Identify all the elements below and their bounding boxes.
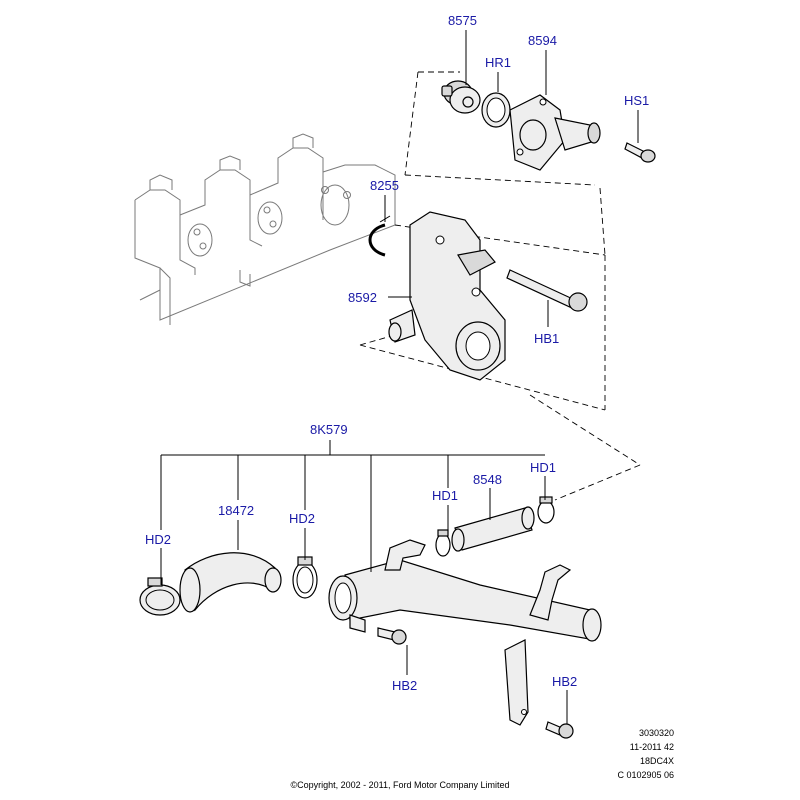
clamp-hd1-right-part bbox=[537, 496, 555, 524]
label-8k579: 8K579 bbox=[310, 422, 348, 437]
label-hb2-left: HB2 bbox=[392, 678, 417, 693]
ref-line-3: 18DC4X bbox=[639, 756, 674, 766]
label-hb1: HB1 bbox=[534, 331, 559, 346]
label-8594: 8594 bbox=[528, 33, 557, 48]
bolt-hs1-part bbox=[624, 142, 656, 163]
label-hd1-mid: HD1 bbox=[432, 488, 458, 503]
label-8575: 8575 bbox=[448, 13, 477, 28]
label-hb2-right: HB2 bbox=[552, 674, 577, 689]
leader-lines bbox=[160, 30, 639, 724]
label-18472: 18472 bbox=[218, 503, 254, 518]
ref-line-1: 3030320 bbox=[638, 728, 674, 738]
label-hs1: HS1 bbox=[624, 93, 649, 108]
label-8548: 8548 bbox=[473, 472, 502, 487]
outlet-housing-part bbox=[388, 211, 506, 381]
label-8592: 8592 bbox=[348, 290, 377, 305]
hose-8548-part bbox=[451, 506, 535, 552]
thermostat-cover-part bbox=[509, 94, 601, 171]
clamp-hd2-left-part bbox=[139, 577, 181, 616]
copyright-notice: ©Copyright, 2002 - 2011, Ford Motor Comp… bbox=[290, 780, 510, 790]
hose-18472-part bbox=[179, 552, 282, 613]
label-8255: 8255 bbox=[370, 178, 399, 193]
clamp-hd1-mid-part bbox=[435, 529, 451, 557]
diagram-reference-block: 3030320 11-2011 42 18DC4X C 0102905 06 bbox=[600, 726, 800, 782]
label-hd2-mid: HD2 bbox=[289, 511, 315, 526]
o-ring-part bbox=[481, 92, 511, 128]
engine-head-outline bbox=[134, 133, 396, 325]
ref-line-4: C 0102905 06 bbox=[617, 770, 674, 780]
part-labels: 8575 HR1 8594 HS1 8255 8592 HB1 8K579 HD… bbox=[145, 13, 649, 693]
thermostat-part bbox=[441, 80, 481, 114]
label-hr1: HR1 bbox=[485, 55, 511, 70]
bolt-hb1-part bbox=[506, 269, 588, 312]
bolt-hb2-left-part bbox=[377, 627, 407, 645]
gasket-8255-part bbox=[368, 215, 391, 257]
label-hd1-right: HD1 bbox=[530, 460, 556, 475]
bolt-hb2-right-part bbox=[545, 721, 574, 739]
label-hd2-left: HD2 bbox=[145, 532, 171, 547]
clamp-hd2-mid-part bbox=[292, 556, 318, 599]
ref-line-2: 11-2011 42 bbox=[629, 742, 674, 752]
water-pipe-part bbox=[328, 539, 602, 726]
